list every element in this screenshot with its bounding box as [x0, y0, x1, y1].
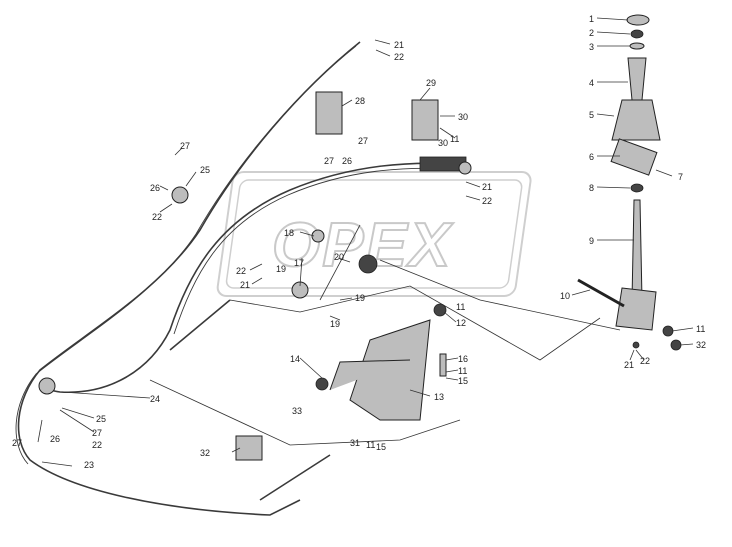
callout-6: 6	[589, 152, 594, 162]
callout-22: 22	[394, 52, 404, 62]
knob-cap	[626, 14, 650, 26]
callout-26: 26	[342, 156, 352, 166]
callout-11: 11	[450, 134, 459, 144]
callout-21: 21	[482, 182, 492, 192]
callout-20: 20	[334, 252, 344, 262]
callout-27: 27	[324, 156, 334, 166]
linkage-lines	[149, 224, 621, 446]
shift-boot	[611, 99, 661, 141]
cables	[15, 41, 471, 516]
callout-labels: 1 2 3 4 5 6 7 8 9 10 11 32 21 22 21 22 2…	[12, 14, 706, 470]
cover-plate-32	[235, 435, 263, 461]
callout-31: 31	[350, 438, 360, 448]
callout-17: 17	[294, 258, 304, 268]
callout-21: 21	[240, 280, 250, 290]
lever-knob	[627, 57, 647, 101]
lever-base	[615, 287, 657, 331]
callout-19: 19	[330, 319, 340, 329]
callout-27: 27	[12, 438, 22, 448]
callout-11: 11	[458, 366, 467, 376]
callout-13: 13	[434, 392, 444, 402]
callout-22: 22	[640, 356, 650, 366]
callout-22: 22	[482, 196, 492, 206]
callout-4: 4	[589, 78, 594, 88]
nut-icon	[630, 29, 644, 39]
callout-28: 28	[355, 96, 365, 106]
gear-lever-assembly	[577, 14, 682, 351]
cable-clamp-28	[315, 91, 343, 135]
callout-21: 21	[394, 40, 404, 50]
callout-8: 8	[589, 183, 594, 193]
washer-icon	[629, 42, 645, 50]
callout-11: 11	[696, 324, 705, 334]
callout-25: 25	[200, 165, 210, 175]
leader-lines	[37, 17, 694, 467]
callout-2: 2	[589, 28, 594, 38]
callout-19: 19	[355, 293, 365, 303]
callout-15: 15	[458, 376, 468, 386]
callout-24: 24	[150, 394, 160, 404]
callout-1: 1	[589, 14, 594, 24]
callout-16: 16	[458, 354, 468, 364]
callout-22: 22	[92, 440, 102, 450]
callout-9: 9	[589, 236, 594, 246]
callout-29: 29	[426, 78, 436, 88]
callout-14: 14	[290, 354, 300, 364]
cable-ends	[38, 91, 472, 461]
callout-26: 26	[50, 434, 60, 444]
callout-12: 12	[456, 318, 466, 328]
callout-11: 11	[456, 302, 465, 312]
cable-clamp-29	[411, 99, 439, 141]
pivot-bolt	[577, 278, 625, 308]
callout-30: 30	[458, 112, 468, 122]
callout-10: 10	[560, 291, 570, 301]
boot-retainer	[610, 138, 658, 176]
callout-26: 26	[150, 183, 160, 193]
callout-19: 19	[276, 264, 286, 274]
lock-nut	[630, 183, 644, 193]
callout-32: 32	[696, 340, 706, 350]
callout-25: 25	[96, 414, 106, 424]
callout-18: 18	[284, 228, 294, 238]
callout-23: 23	[84, 460, 94, 470]
callout-22: 22	[236, 266, 246, 276]
callout-32: 32	[200, 448, 210, 458]
callout-27: 27	[358, 136, 368, 146]
callout-7: 7	[678, 172, 683, 182]
callout-27: 27	[92, 428, 102, 438]
callout-15: 15	[376, 442, 386, 452]
callout-5: 5	[589, 110, 594, 120]
shift-lever	[631, 199, 643, 301]
callout-3: 3	[589, 42, 594, 52]
callout-11: 11	[366, 440, 375, 450]
callout-30: 30	[438, 138, 448, 148]
mounting-bracket	[315, 303, 447, 421]
callout-33: 33	[292, 406, 302, 416]
callout-27: 27	[180, 141, 190, 151]
callout-21: 21	[624, 360, 634, 370]
callout-22: 22	[152, 212, 162, 222]
